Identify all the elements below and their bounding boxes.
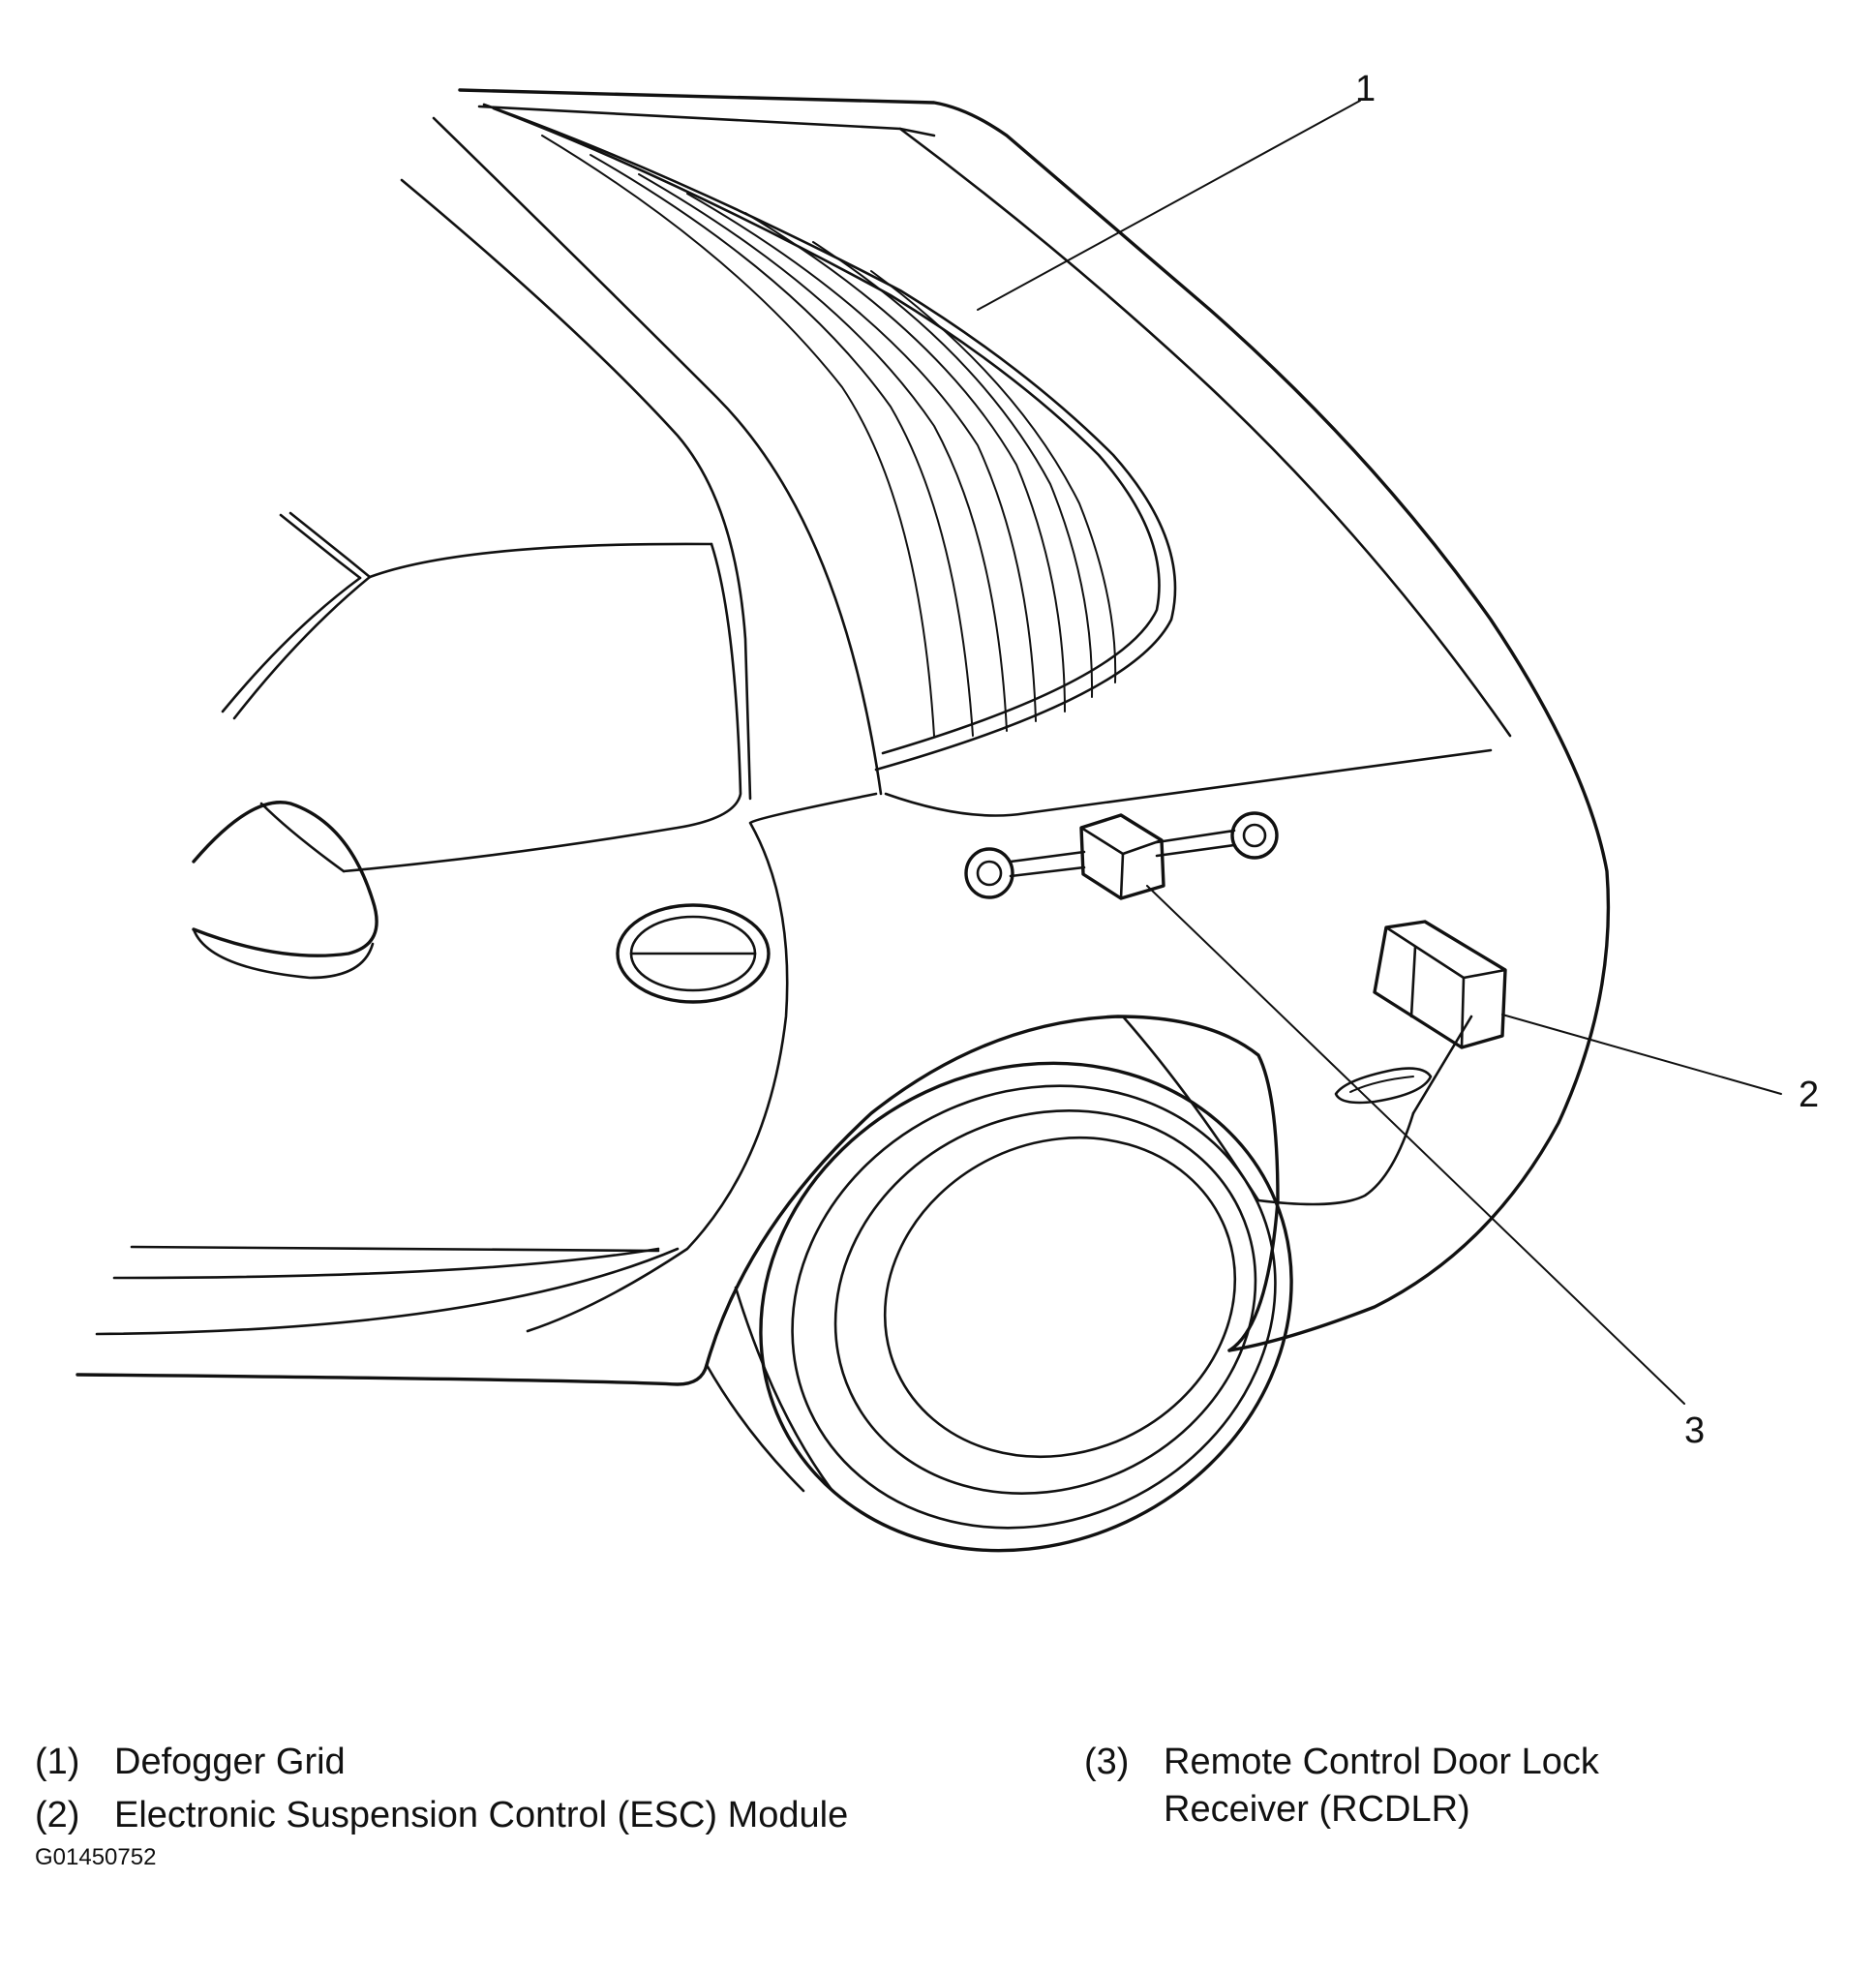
callout-2: 2 (1799, 1075, 1819, 1115)
esc-module (1373, 920, 1507, 1049)
legend-number: (2) (35, 1795, 80, 1835)
callout-1: 1 (1355, 69, 1376, 109)
callout-3: 3 (1684, 1410, 1705, 1451)
legend-label: Electronic Suspension Control (ESC) Modu… (114, 1795, 849, 1835)
legend-label: Defogger Grid (114, 1742, 346, 1782)
legend-number: (3) (1084, 1742, 1130, 1782)
legend-label: Receiver (RCDLR) (1164, 1789, 1470, 1830)
legend-label: Remote Control Door Lock (1164, 1742, 1599, 1782)
side-mirror (192, 801, 378, 980)
legend-number: (1) (35, 1742, 80, 1782)
side-marker (1334, 1067, 1433, 1105)
rcdlr (964, 811, 1279, 900)
door-handle (616, 903, 771, 1004)
defogger-grid (482, 103, 1177, 772)
rear-wheel (705, 1015, 1473, 1553)
rear-window-frame (400, 88, 1611, 1352)
figure-id: G01450752 (35, 1844, 157, 1870)
rocker-panel (76, 1245, 709, 1386)
door-edge (526, 748, 1493, 1333)
side-window (221, 511, 742, 873)
leader-lines (977, 100, 1782, 1405)
